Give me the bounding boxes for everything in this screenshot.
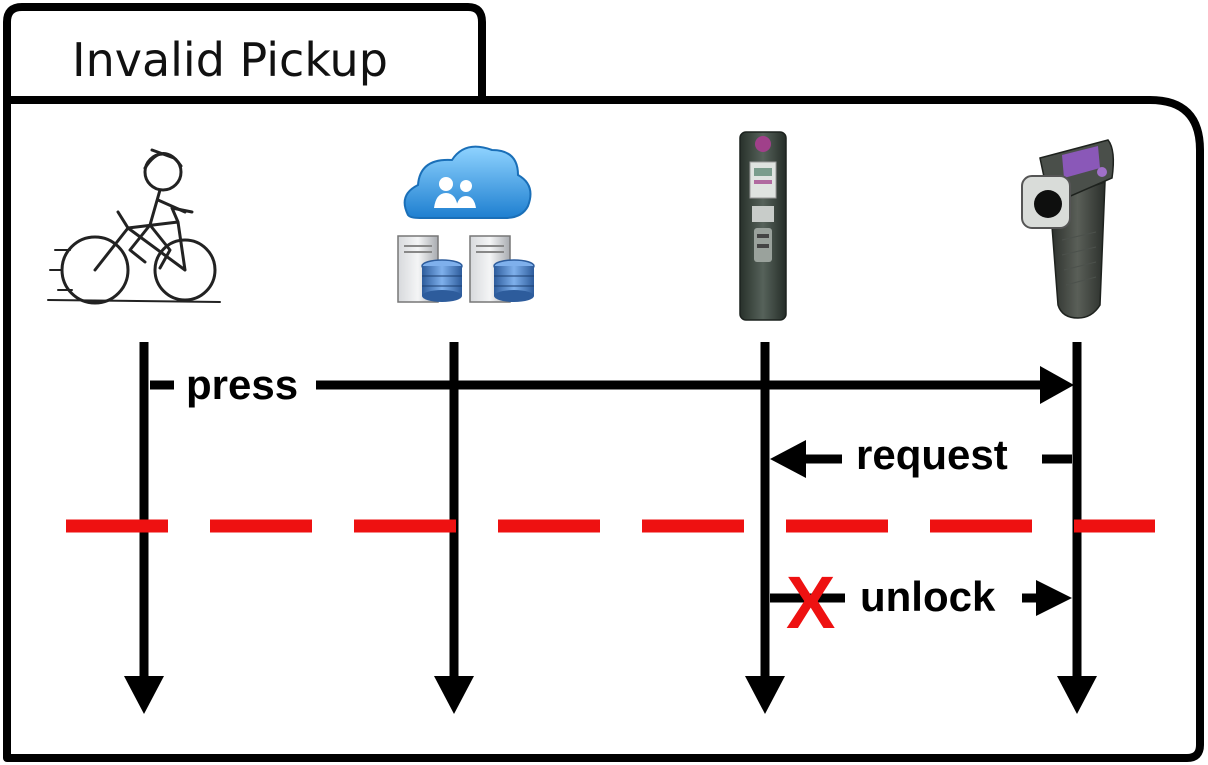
cyclist-icon (47, 148, 221, 305)
bike-lock-device-icon (1021, 139, 1115, 319)
lifeline-arrowheads (124, 676, 1097, 714)
lifelines (139, 342, 1082, 680)
cloud-server-icon (397, 145, 535, 303)
message-press: press (150, 361, 1074, 408)
lifeline-end-arrow (124, 676, 164, 714)
failure-x-mark: X (786, 561, 835, 644)
lifeline-end-arrow (434, 676, 474, 714)
message-label: press (186, 361, 298, 408)
message-request: request (770, 431, 1072, 478)
message-label: unlock (860, 573, 996, 620)
frame-title: Invalid Pickup (72, 33, 388, 87)
message-unlock: unlock X (770, 561, 1072, 644)
message-label: request (856, 431, 1008, 478)
docking-kiosk-icon (739, 131, 787, 321)
lifeline-end-arrow (1057, 676, 1097, 714)
lifeline-end-arrow (745, 676, 785, 714)
